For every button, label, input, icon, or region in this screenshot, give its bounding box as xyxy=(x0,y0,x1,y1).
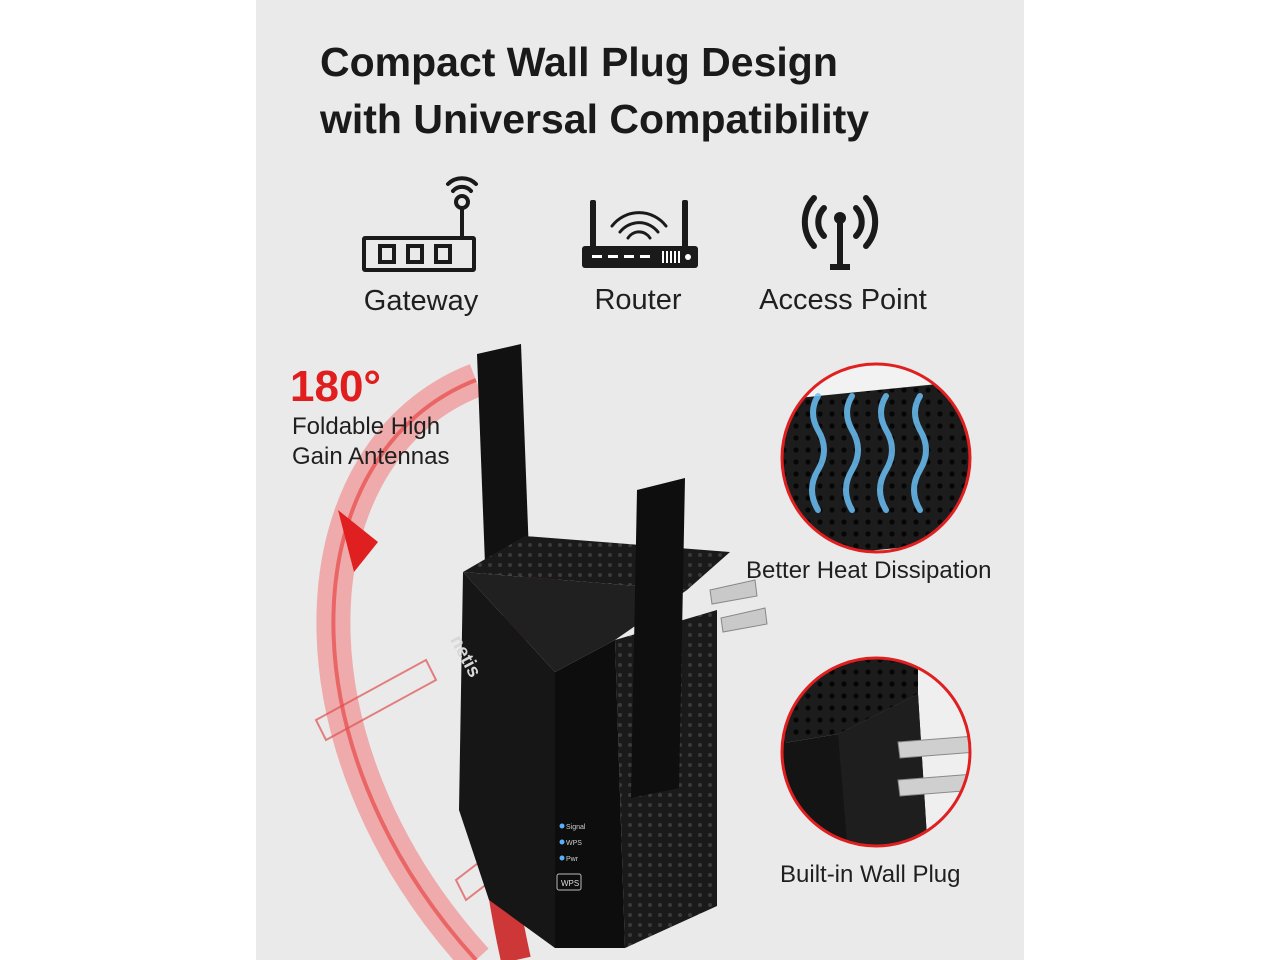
gateway-label: Gateway xyxy=(363,285,479,317)
heat-dissipation-label: Better Heat Dissipation xyxy=(746,557,992,584)
led-signal-label: Signal xyxy=(566,824,586,831)
led-power-label: Pwr xyxy=(566,856,579,863)
access-point-icon xyxy=(801,195,879,270)
headline-line-1: Compact Wall Plug Design xyxy=(320,39,838,85)
plug-prong-top xyxy=(709,579,758,605)
left-antenna xyxy=(477,344,529,564)
antenna-caption-line-2: Gain Antennas xyxy=(292,443,450,470)
wall-plug-label: Built-in Wall Plug xyxy=(780,861,961,888)
headline: Compact Wall Plug Design with Universal … xyxy=(320,34,869,148)
router-label: Router xyxy=(594,284,682,316)
access-point-label: Access Point xyxy=(759,284,927,316)
antenna-caption: Foldable High Gain Antennas xyxy=(292,412,449,472)
wps-button: WPS xyxy=(561,879,580,888)
wall-plug-closeup xyxy=(780,656,972,848)
router-icon xyxy=(582,200,698,268)
led-labels: Signal WPS Pwr xyxy=(566,820,585,868)
plug-prong-bottom xyxy=(720,607,768,633)
rotation-degree: 180° xyxy=(290,362,382,411)
heat-dissipation-closeup xyxy=(780,362,972,554)
headline-line-2: with Universal Compatibility xyxy=(320,96,870,142)
led-wps-label: WPS xyxy=(566,840,582,847)
wifi-extender-device xyxy=(459,344,768,948)
right-antenna xyxy=(631,478,685,798)
antenna-caption-line-1: Foldable High xyxy=(292,413,441,440)
gateway-icon xyxy=(362,176,478,272)
